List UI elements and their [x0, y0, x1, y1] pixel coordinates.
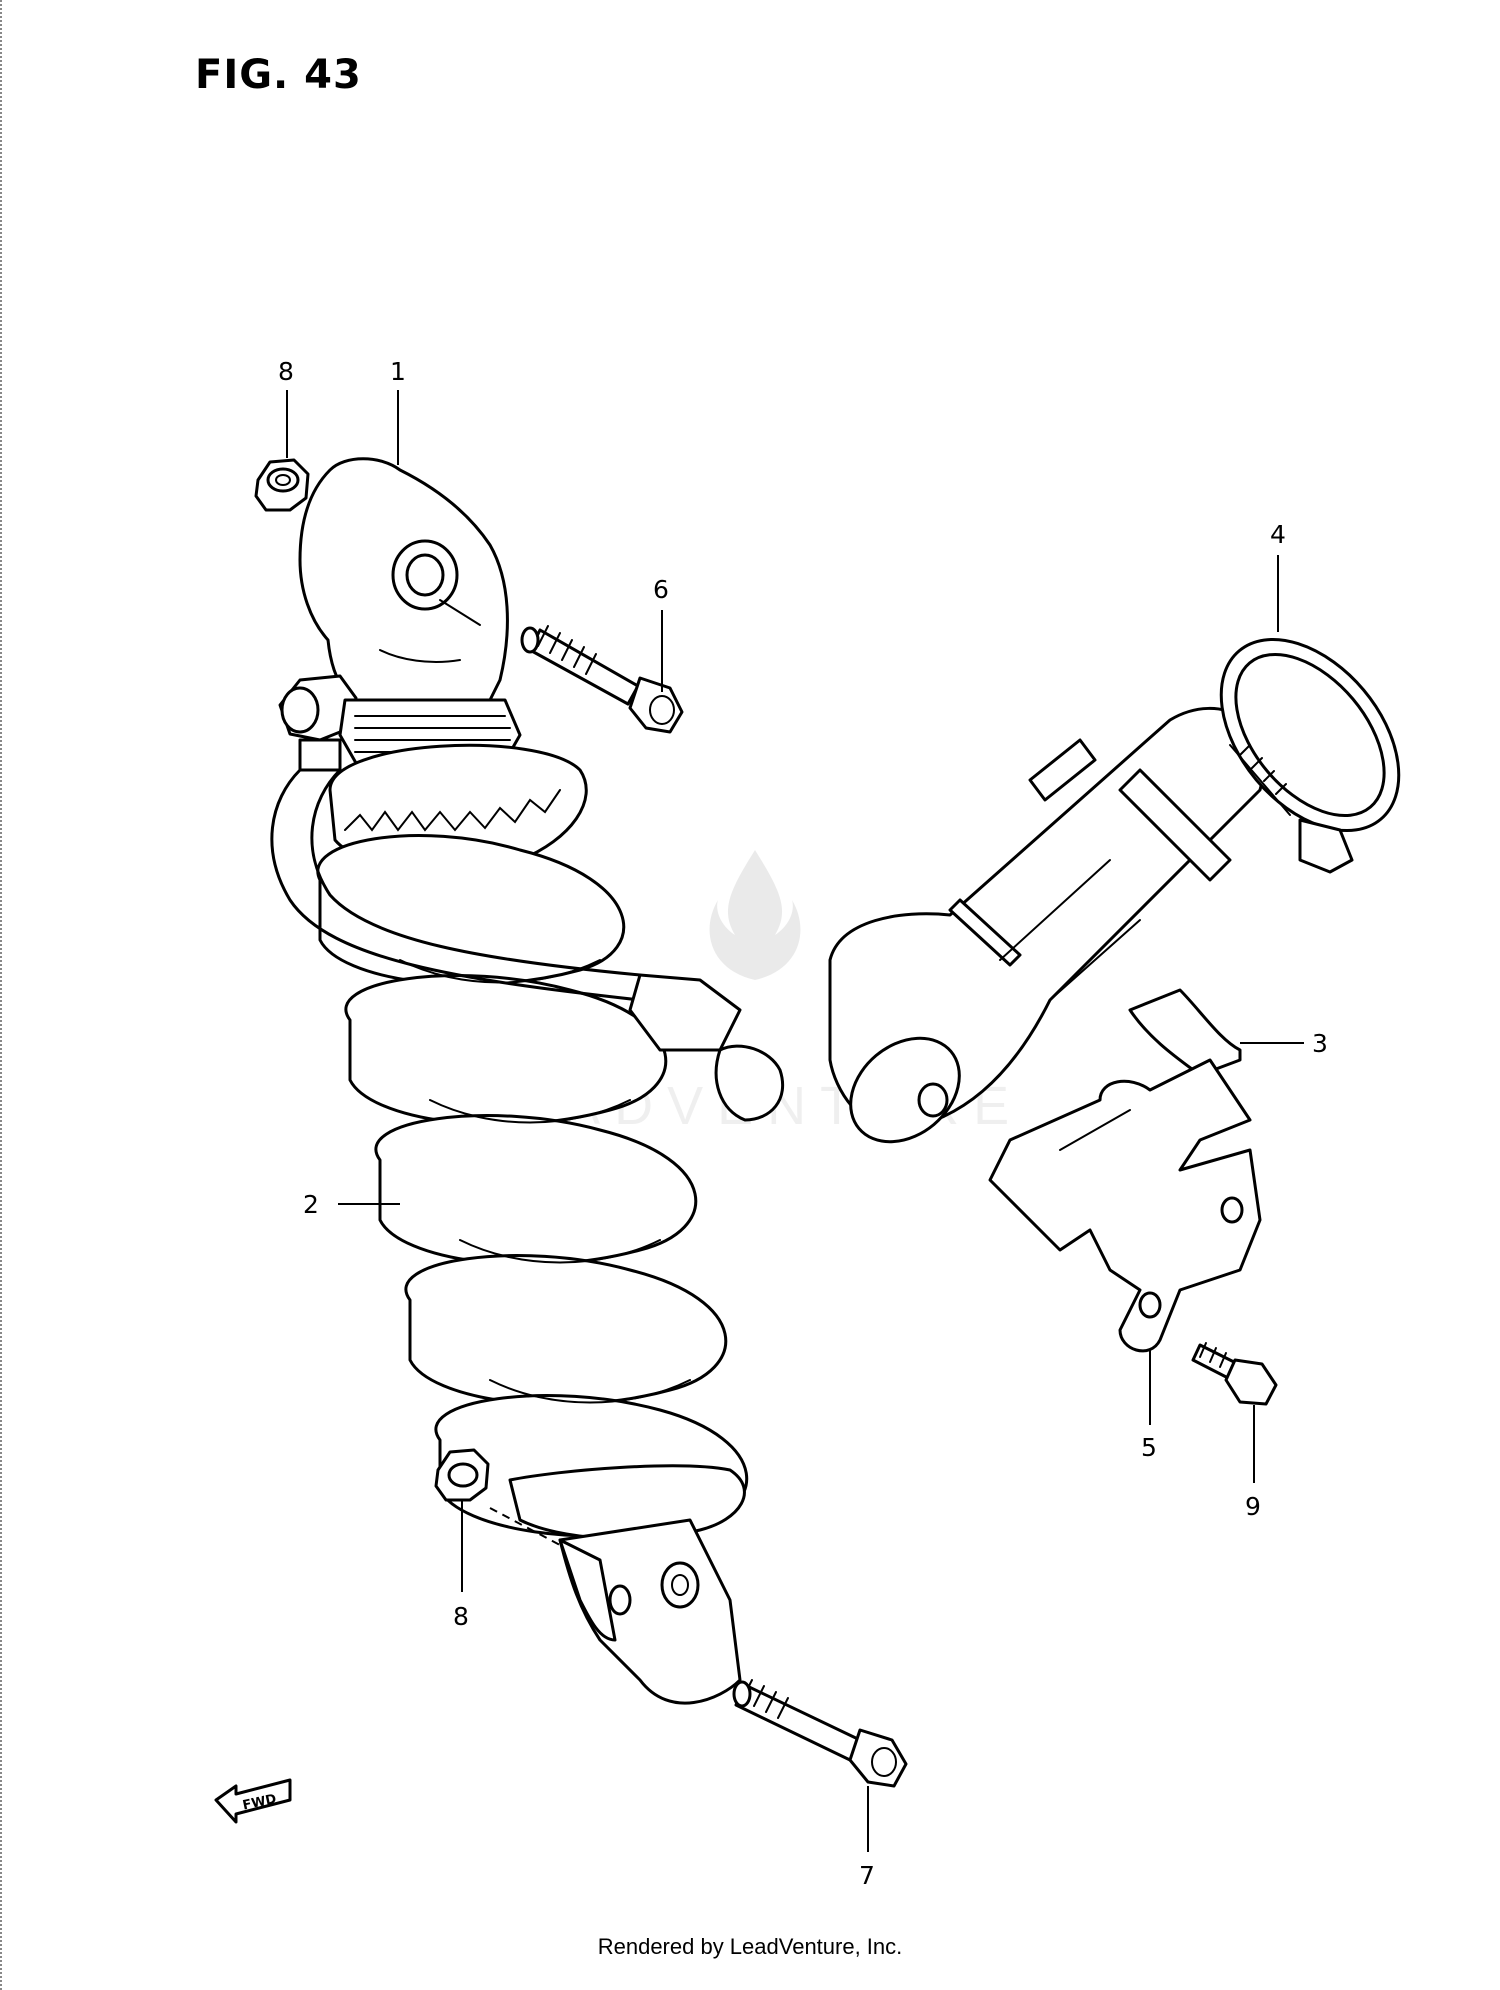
reservoir-canister	[828, 706, 1266, 1144]
figure-title: FIG. 43	[195, 52, 362, 98]
watermark-logo-icon	[709, 850, 801, 980]
part-6-upper-bolt	[520, 625, 684, 734]
part-2-coil-spring	[316, 834, 749, 1538]
part-1-shock-upper-mount	[298, 457, 509, 702]
callout-3: 3	[1312, 1029, 1328, 1058]
fwd-arrow-icon: FWD	[214, 1778, 292, 1824]
callout-5: 5	[1141, 1433, 1157, 1462]
part-3-rubber-pad	[1128, 988, 1242, 1077]
part-1-shock-lower-clevis	[508, 1464, 746, 1705]
callout-7: 7	[859, 1861, 875, 1890]
reservoir-hose	[270, 768, 785, 1122]
render-credit: Rendered by LeadVenture, Inc.	[597, 1934, 903, 1959]
callout-4: 4	[1270, 520, 1286, 549]
callout-9: 9	[1245, 1492, 1261, 1521]
callout-6: 6	[653, 575, 669, 604]
callout-8-upper: 8	[278, 357, 294, 386]
callout-2: 2	[303, 1190, 319, 1219]
callout-labels: 8 1 6 4 3 2 5 9 8 7	[278, 357, 1328, 1890]
hose-fitting-top	[278, 674, 358, 772]
part-7-lower-bolt	[732, 1679, 908, 1788]
part-8-lower-nut	[434, 1448, 490, 1502]
part-9-small-bolt	[1191, 1342, 1278, 1406]
leader-lines	[286, 390, 1304, 1852]
part-5-bracket	[988, 1058, 1262, 1353]
callout-8-lower: 8	[453, 1602, 469, 1631]
callout-1: 1	[390, 357, 406, 386]
part-4-hose-clamp	[1219, 637, 1401, 874]
fwd-label: FWD	[241, 1792, 278, 1814]
part-8-upper-nut	[254, 458, 310, 512]
page-edge	[0, 0, 5, 1990]
